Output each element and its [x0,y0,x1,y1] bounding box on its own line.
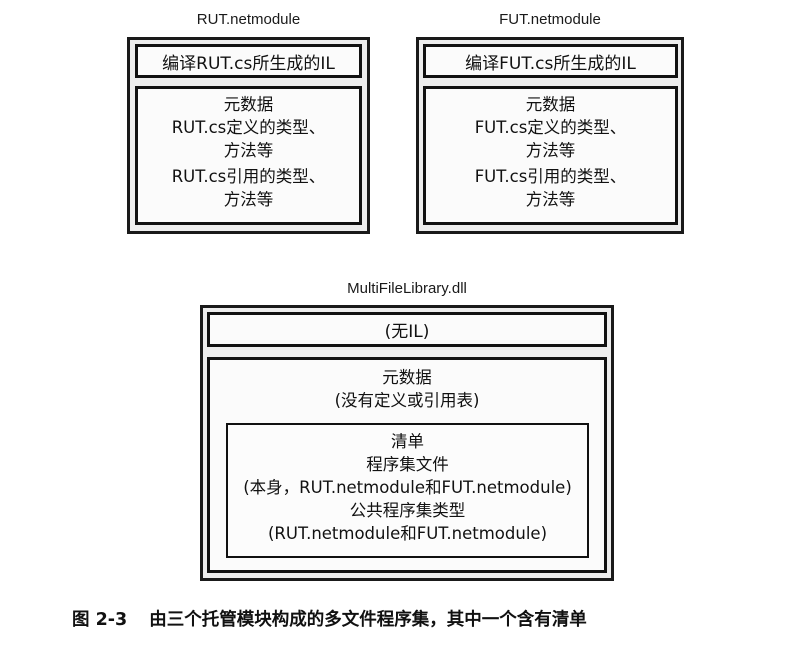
fut-metadata-referenced: FUT.cs引用的类型、 [474,167,627,186]
manifest-types-value: (RUT.netmodule和FUT.netmodule) [267,524,548,543]
rut-metadata-defined: RUT.cs定义的类型、 [171,118,326,137]
figure-number: 图 2-3 [72,610,128,630]
assembly-il-text: (无IL) [384,322,430,342]
fut-metadata-heading: 元数据 [525,95,576,114]
fut-metadata-box: 元数据 FUT.cs定义的类型、 方法等 FUT.cs引用的类型、 方法等 [423,86,678,225]
manifest-types-label: 公共程序集类型 [349,501,466,520]
manifest-files-value: (本身，RUT.netmodule和FUT.netmodule) [243,478,572,497]
assembly-title: MultiFileLibrary.dll [347,280,467,297]
rut-metadata-heading: 元数据 [223,95,274,114]
assembly-metadata-box: 元数据 (没有定义或引用表) 清单 程序集文件 (本身，RUT.netmodul… [207,357,607,573]
assembly-metadata-heading: 元数据 [382,368,432,387]
fut-il-box: 编译FUT.cs所生成的IL [423,44,678,78]
rut-il-text: 编译RUT.cs所生成的IL [162,53,335,74]
rut-il-box: 编译RUT.cs所生成的IL [135,44,362,78]
rut-module-title: RUT.netmodule [196,11,301,28]
fut-module-box: 编译FUT.cs所生成的IL 元数据 FUT.cs定义的类型、 方法等 FUT.… [416,37,684,234]
assembly-il-box: (无IL) [207,312,607,347]
figure-caption-text: 由三个托管模块构成的多文件程序集，其中一个含有清单 [149,610,587,630]
figure-caption: 图 2-3 由三个托管模块构成的多文件程序集，其中一个含有清单 [72,606,587,631]
rut-metadata-defined-cont: 方法等 [223,141,274,160]
fut-metadata-defined: FUT.cs定义的类型、 [474,118,627,137]
manifest-box: 清单 程序集文件 (本身，RUT.netmodule和FUT.netmodule… [226,423,589,558]
rut-metadata-referenced-cont: 方法等 [223,190,274,209]
fut-module-title: FUT.netmodule [499,11,601,28]
fut-metadata-defined-cont: 方法等 [525,141,576,160]
manifest-files-label: 程序集文件 [366,455,449,474]
rut-metadata-box: 元数据 RUT.cs定义的类型、 方法等 RUT.cs引用的类型、 方法等 [135,86,362,225]
rut-module-box: 编译RUT.cs所生成的IL 元数据 RUT.cs定义的类型、 方法等 RUT.… [127,37,370,234]
fut-metadata-referenced-cont: 方法等 [525,190,576,209]
manifest-heading: 清单 [391,432,424,451]
fut-il-text: 编译FUT.cs所生成的IL [465,53,636,74]
rut-metadata-referenced: RUT.cs引用的类型、 [171,167,326,186]
assembly-metadata-note: (没有定义或引用表) [334,391,480,410]
assembly-box: (无IL) 元数据 (没有定义或引用表) 清单 程序集文件 (本身，RUT.ne… [200,305,614,581]
